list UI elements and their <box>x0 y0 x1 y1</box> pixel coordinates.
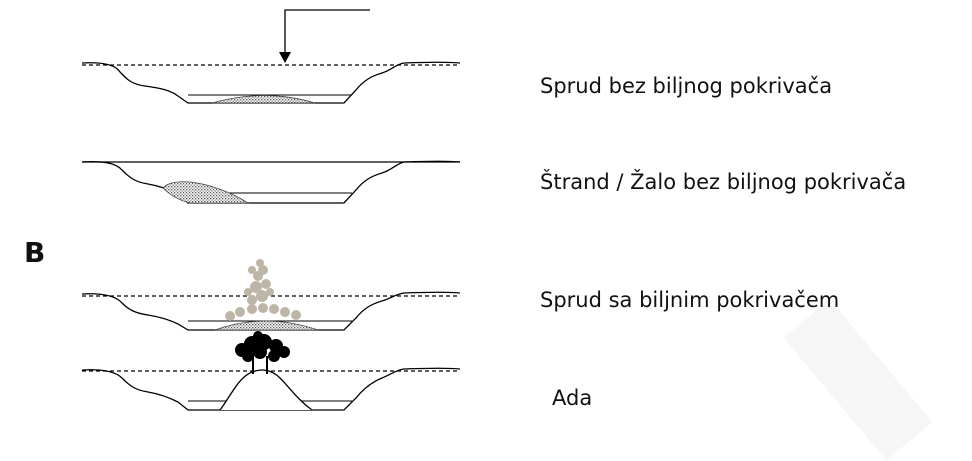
panel-island <box>81 331 461 411</box>
panel-bar-with-vegetation <box>81 259 461 331</box>
label-island: Ada <box>552 386 593 410</box>
tree-icon <box>235 331 290 374</box>
panel-beach-without-vegetation <box>81 160 461 204</box>
vegetation-cluster <box>225 259 301 321</box>
panel-letter: B <box>24 236 46 269</box>
river-channel-diagram <box>81 9 461 411</box>
panel-bar-without-vegetation <box>81 9 461 104</box>
label-beach-without-vegetation: Štrand / Žalo bez biljnog pokrivača <box>540 170 907 194</box>
label-bar-with-vegetation: Sprud sa biljnim pokrivačem <box>540 288 840 312</box>
label-bar-without-vegetation: Sprud bez biljnog pokrivača <box>540 74 833 98</box>
